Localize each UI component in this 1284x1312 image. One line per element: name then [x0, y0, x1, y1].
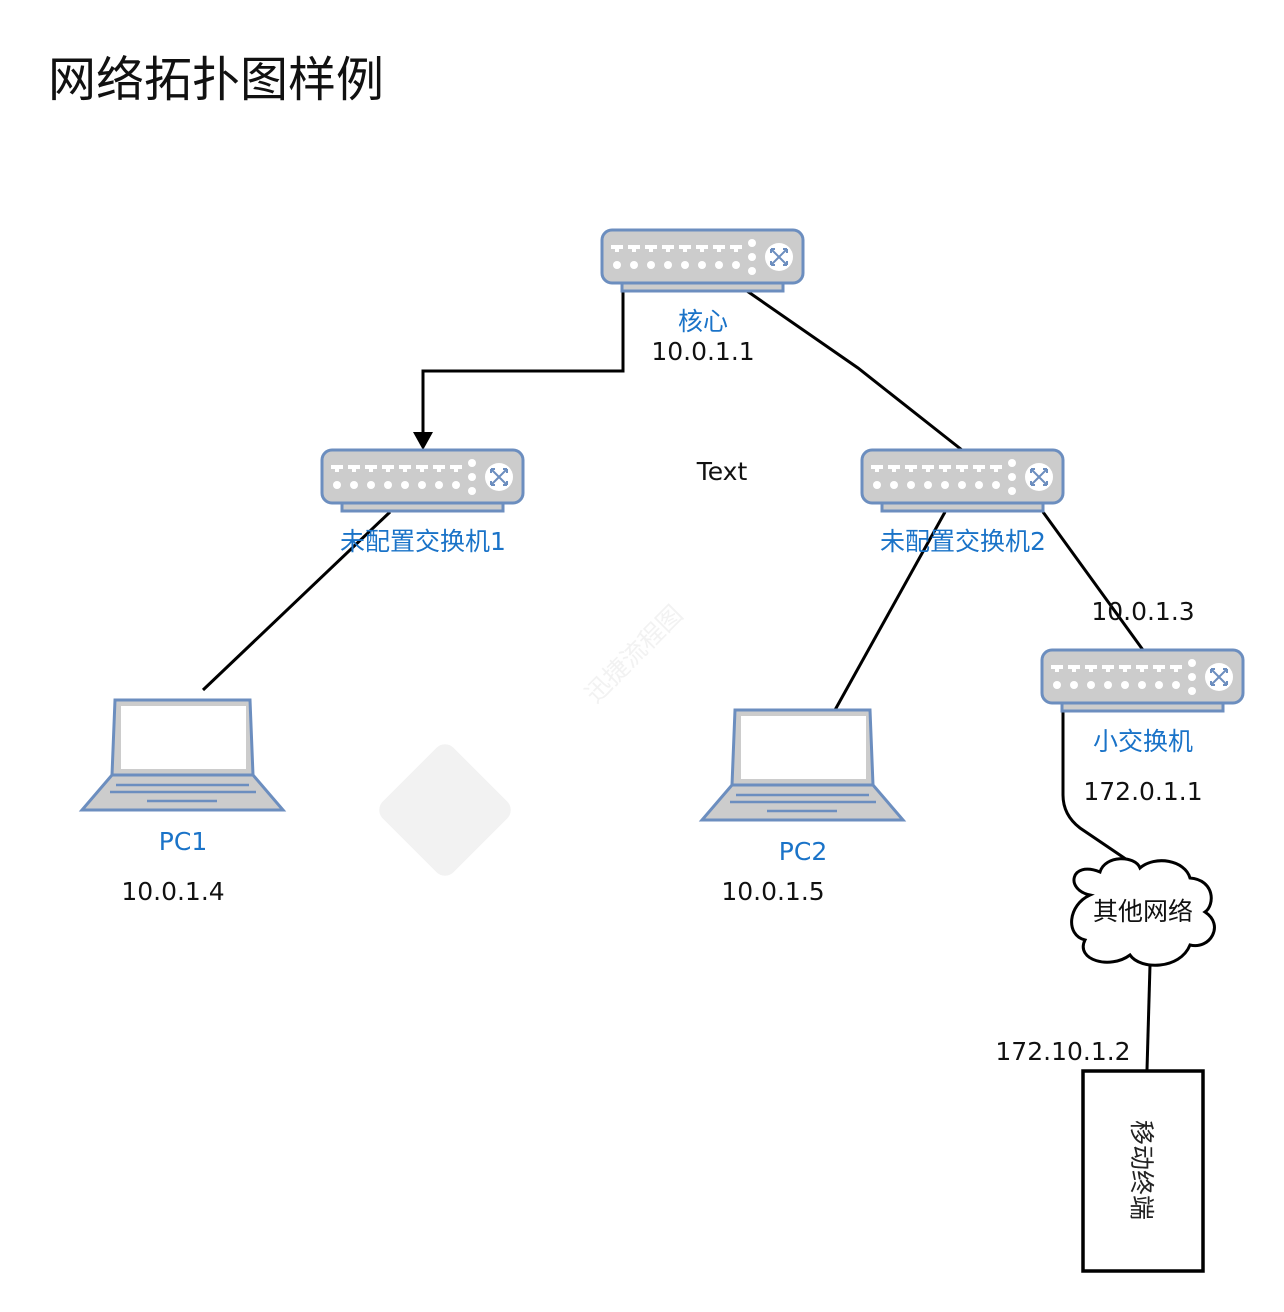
cloud-shape[interactable]: [1070, 857, 1216, 967]
link-switch2-small-switch[interactable]: [1041, 511, 1145, 651]
pc1-ip: 10.0.1.4: [121, 877, 224, 906]
switch1-label: 未配置交换机1: [340, 527, 506, 556]
pc1-laptop-icon[interactable]: [78, 698, 287, 812]
link-switch2-pc2[interactable]: [833, 511, 947, 711]
link-core-switch2[interactable]: [746, 289, 963, 452]
switch1-switch-icon[interactable]: [320, 448, 525, 513]
mobile-terminal-label: 移动终端: [1127, 1120, 1156, 1220]
core-label: 核心: [678, 307, 728, 336]
mobile-ip: 172.10.1.2: [995, 1037, 1130, 1066]
link-cloud-mobile[interactable]: [1145, 964, 1152, 1071]
link-switch1-pc1[interactable]: [201, 510, 392, 692]
pc2-laptop-icon[interactable]: [698, 708, 907, 822]
core-switch-icon[interactable]: [600, 228, 805, 293]
watermark: 迅捷流程图: [580, 600, 689, 709]
mobile-terminal-box[interactable]: [1081, 1069, 1205, 1273]
small-switch-ip: 172.0.1.1: [1083, 777, 1202, 806]
diagram-title: 网络拓扑图样例: [48, 52, 385, 108]
link-small-switch-cloud[interactable]: [1061, 712, 1143, 872]
small-switch-switch-icon[interactable]: [1040, 648, 1245, 713]
watermark-logo: [379, 744, 511, 876]
switch2-label: 未配置交换机2: [880, 527, 1046, 556]
free-text[interactable]: Text: [696, 457, 748, 486]
cloud-label: 其他网络: [1093, 897, 1193, 926]
small-switch-label: 小交换机: [1093, 727, 1193, 756]
small-switch-uplink-ip: 10.0.1.3: [1091, 597, 1194, 626]
pc2-label: PC2: [779, 837, 827, 866]
link-core-switch1[interactable]: [421, 291, 625, 438]
pc2-ip: 10.0.1.5: [721, 877, 824, 906]
pc1-label: PC1: [159, 827, 207, 856]
core-ip: 10.0.1.1: [651, 337, 754, 366]
arrow-head-icon: [413, 432, 433, 450]
switch2-switch-icon[interactable]: [860, 448, 1065, 513]
